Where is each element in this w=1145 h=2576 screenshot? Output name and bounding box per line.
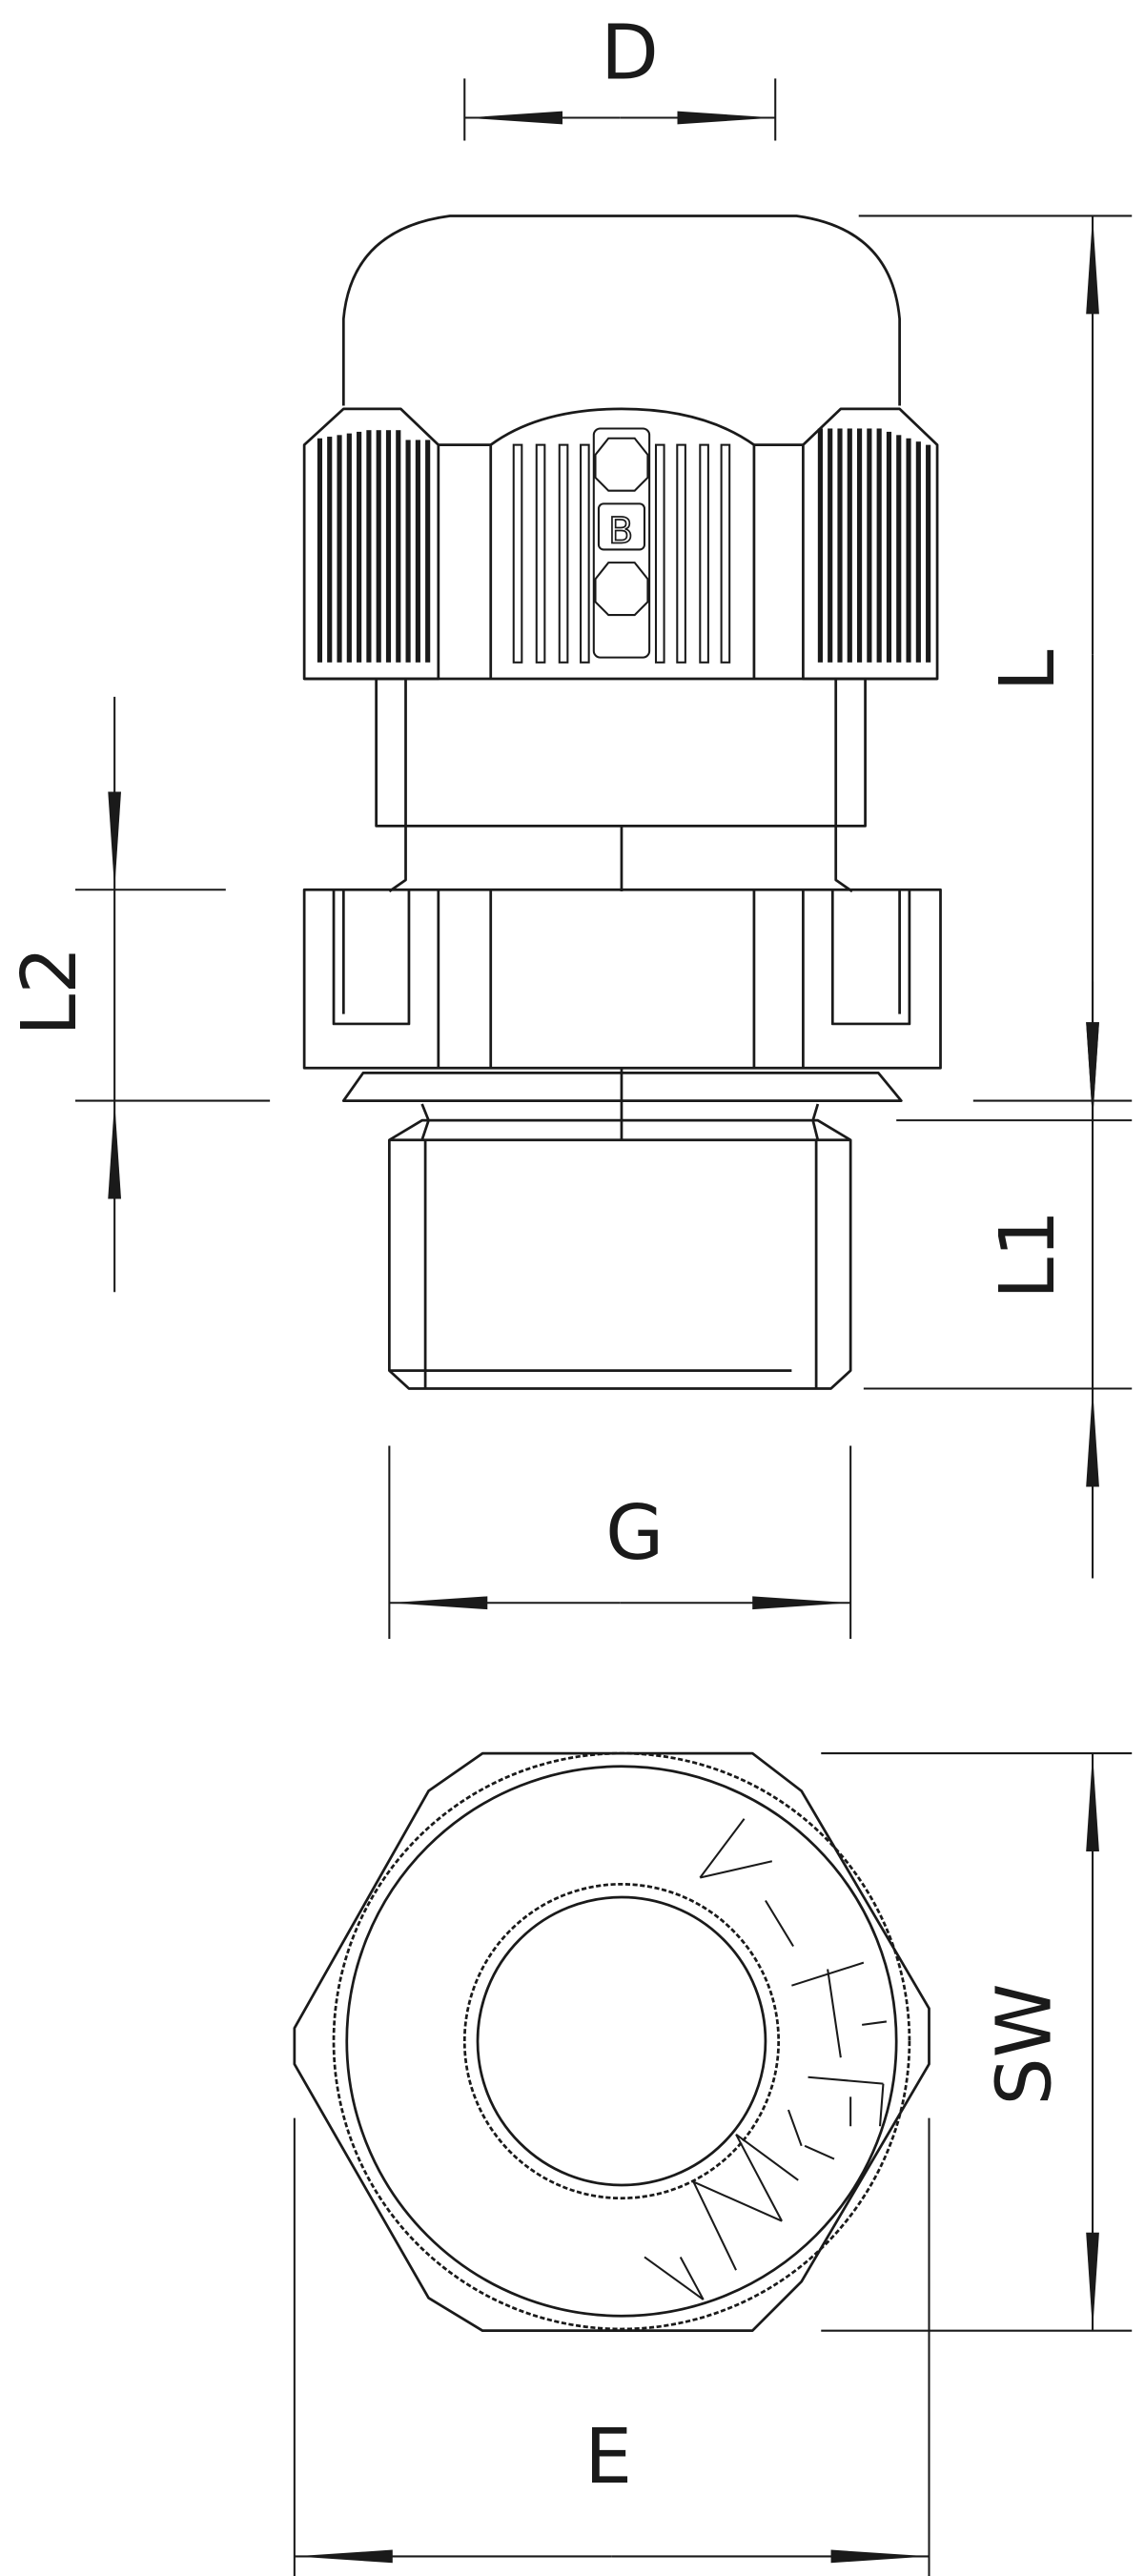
knurl-rib [857,428,863,663]
dimension-L2: L2 [6,696,271,1293]
thread [387,1103,852,1390]
dim-label-E: E [584,2413,632,2501]
grip-rib [720,443,731,664]
body [302,888,942,1070]
knurl-rib [926,444,931,663]
dimension-E: E [293,2117,930,2576]
knurl-rib [385,430,392,663]
grip-rib [512,443,523,664]
svg-text:B: B [608,510,633,552]
knurl-rib [337,435,342,663]
knurl-rib [317,438,323,663]
dim-label-L: L [984,649,1072,691]
knurl-rib [357,431,362,663]
knurl-rib [896,435,902,663]
knurled-nut [302,407,939,681]
dim-label-G: G [605,1489,664,1577]
end-view [293,1751,930,2333]
knurl-rib [366,430,372,663]
knurl-rib [405,440,411,663]
obo-logo: B [592,427,651,659]
knurl-rib [886,431,892,663]
dim-label-D: D [601,9,659,96]
dimension-SW: SW [821,1752,1133,2332]
knurl-rib [906,438,911,663]
knurl-rib [327,437,333,663]
dimension-L: L [858,215,1133,1122]
knurl-rib [867,428,872,663]
neck [375,678,867,893]
grip-rib [654,443,665,664]
grip-rib [699,443,709,664]
dim-label-L2: L2 [6,947,93,1036]
knurl-rib [817,428,823,663]
hex-nut [293,1751,930,2333]
grip-rib [558,443,569,664]
dimension-G: G [388,1445,852,1639]
grip-rib [676,443,686,664]
side-view: B [302,215,942,1390]
dimension-D: D [463,9,777,141]
grip-rib [535,443,546,664]
grip-rib [580,443,590,664]
knurl-rib [415,440,420,663]
knurl-rib [346,433,352,663]
vtec-logo [644,1818,888,2300]
dimension-L1: L1 [863,981,1133,1579]
cable-opening [476,1895,767,2187]
knurl-rib [915,441,921,663]
knurl-rib [376,430,381,663]
knurl-rib [828,428,833,663]
knurl-rib [876,428,882,663]
dome-cap [341,215,901,406]
knurl-rib [425,440,431,663]
flange [341,1068,903,1140]
knurl-rib [847,428,852,663]
knurl-rib [396,430,401,663]
dim-label-SW: SW [980,1983,1068,2105]
knurl-rib [837,428,843,663]
dim-label-L1: L1 [984,1210,1072,1299]
